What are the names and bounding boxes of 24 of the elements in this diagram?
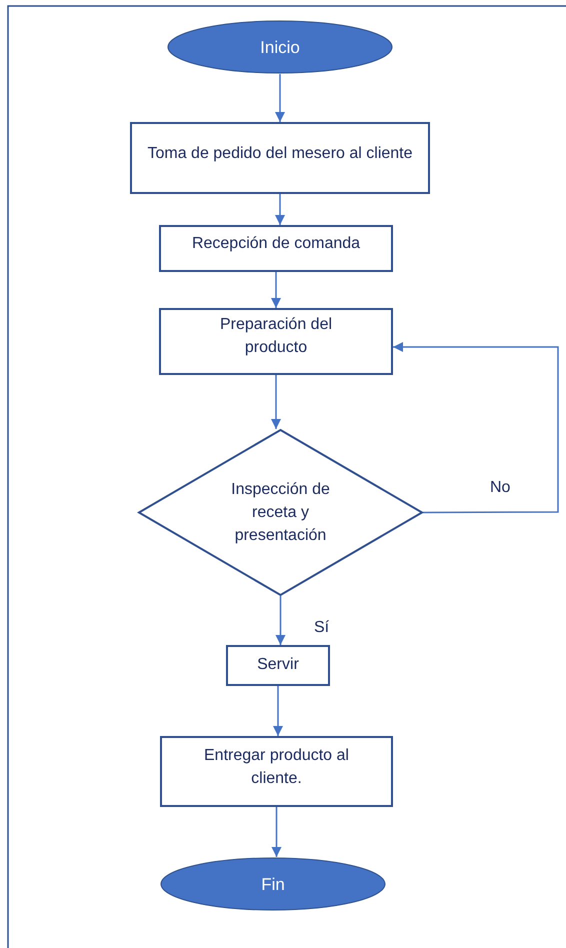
process-box	[159, 225, 393, 272]
arrow	[276, 596, 286, 645]
arrow	[393, 342, 559, 514]
process-box	[130, 122, 430, 194]
node-label: Inspección de receta y presentación	[230, 480, 331, 546]
arrow	[275, 74, 285, 122]
arrow	[272, 807, 282, 857]
arrow	[275, 194, 285, 225]
node-label: Entregar producto al cliente.	[203, 746, 350, 788]
process-box	[226, 645, 330, 686]
arrow	[273, 686, 283, 736]
arrow	[271, 375, 281, 429]
process-box	[160, 736, 393, 807]
node-label: Servir	[257, 654, 299, 674]
node-label: Recepción de comanda	[192, 234, 360, 254]
terminal-ellipse	[167, 20, 393, 74]
terminal-ellipse	[160, 857, 386, 911]
process-box	[159, 308, 393, 375]
node-label: Inicio	[260, 36, 300, 58]
arrow	[271, 272, 281, 308]
node-label: Toma de pedido del mesero al cliente	[147, 144, 413, 164]
decision-diamond	[138, 429, 423, 596]
node-label: Fin	[261, 874, 285, 896]
node-label: Preparación del producto	[218, 314, 334, 358]
